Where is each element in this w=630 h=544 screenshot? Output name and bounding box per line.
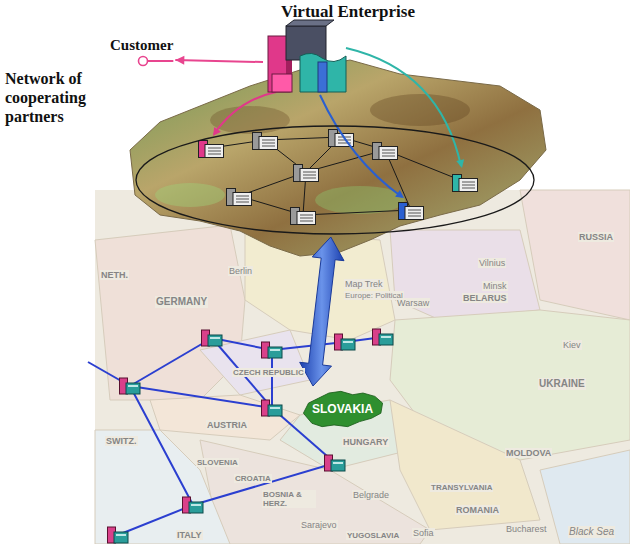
map-label: HUNGARY [342, 437, 389, 447]
node-label: Customer [110, 36, 173, 54]
enterprise-node: Virtual Enterprise [265, 25, 345, 95]
assignment-arrow [346, 48, 461, 166]
map-label: Kiev [562, 340, 582, 350]
map-label: ROMANIA [455, 505, 500, 515]
partner-icon [373, 329, 394, 345]
assignment-arrow [214, 92, 276, 134]
map-label: Black Sea [568, 526, 615, 538]
map-label: SLOVENIA [196, 458, 239, 467]
enterprise-icon [272, 74, 292, 92]
map-label: BOSNIA & HERZ. [262, 490, 316, 508]
map-label: UKRAINE [538, 378, 586, 390]
country-area [390, 400, 540, 530]
map-label: AUSTRIA [206, 420, 248, 430]
arrow-head [456, 159, 464, 168]
map-label: Sarajevo [300, 520, 338, 530]
map-label: Minsk [482, 281, 508, 291]
partner-icon [262, 400, 283, 416]
partner-icon [183, 497, 204, 513]
connector-line [175, 60, 263, 62]
node-label: Network of cooperating partners [5, 69, 131, 126]
arrow-head [395, 190, 404, 198]
map-label: Warsaw [396, 298, 430, 308]
map-label: Belgrade [352, 490, 390, 500]
node-label: Virtual Enterprise [281, 2, 415, 22]
partner-icon [399, 203, 424, 220]
connector [175, 56, 263, 65]
assignment-arrow [320, 95, 402, 197]
arrow-head [175, 56, 184, 65]
partner-icon [227, 189, 252, 206]
map-label: TRANSYLVANIA [430, 483, 493, 492]
customer-node: Customer [110, 36, 173, 68]
arrow-head [213, 127, 221, 136]
map-label: NETH. [100, 270, 129, 280]
map-label: Sofia [412, 528, 435, 538]
map-label: Map Trek [344, 279, 384, 289]
partner-icon [294, 165, 319, 182]
customer-symbol [110, 54, 173, 68]
partner-icon [335, 334, 356, 350]
map-label: MOLDOVA [505, 448, 552, 458]
partner-icon [253, 133, 278, 150]
country-area [390, 230, 540, 320]
network-link [130, 386, 193, 505]
partner-icon [202, 330, 223, 346]
enterprise-icon [318, 62, 327, 92]
customer-circle [139, 57, 148, 66]
map-label: CZECH REPUBLIC [232, 368, 305, 377]
network-outline [135, 125, 535, 235]
slovakia-shape: SLOVAKIA [300, 388, 385, 430]
map-label: SWITZ. [105, 436, 138, 446]
network-link [271, 350, 273, 408]
map-label: BELARUS [462, 293, 508, 303]
map-label: GERMANY [155, 296, 208, 308]
customer-link [148, 60, 173, 62]
partner-icon [325, 455, 346, 471]
map-label: Vilnius [478, 258, 506, 268]
partner-icon [120, 378, 141, 394]
partner-network: Network of cooperating partners [135, 125, 535, 235]
country-area [280, 400, 410, 470]
map-label: Bucharest [505, 524, 548, 534]
node-label: SLOVAKIA [312, 401, 373, 417]
terrain-relief [210, 106, 290, 134]
map-label: Europe: Political [344, 291, 404, 300]
map-label: ITALY [176, 530, 203, 540]
map-label: Berlin [228, 266, 253, 276]
partner-icon [108, 527, 129, 543]
country-area [150, 395, 300, 440]
partner-link [303, 210, 411, 215]
partner-icon [373, 143, 398, 160]
enterprise-icon [300, 53, 346, 92]
network-link [130, 386, 272, 408]
map-label: RUSSIA [578, 232, 614, 242]
partner-icon [262, 342, 283, 358]
map-label: CROATIA [234, 474, 272, 483]
country-area [200, 330, 310, 395]
double-arrow [300, 237, 344, 386]
partner-icon [199, 141, 224, 158]
network-ellipse [136, 126, 534, 234]
partner-icon [453, 175, 478, 192]
network-link [130, 338, 212, 386]
partner-icon [291, 208, 316, 225]
terrain-relief [370, 94, 470, 126]
terrain-relief [155, 183, 225, 207]
slovakia-outline [303, 391, 382, 426]
map-label: YUGOSLAVIA [346, 531, 400, 540]
country-area [520, 190, 630, 320]
sea-area [540, 450, 630, 544]
connector [300, 237, 344, 386]
